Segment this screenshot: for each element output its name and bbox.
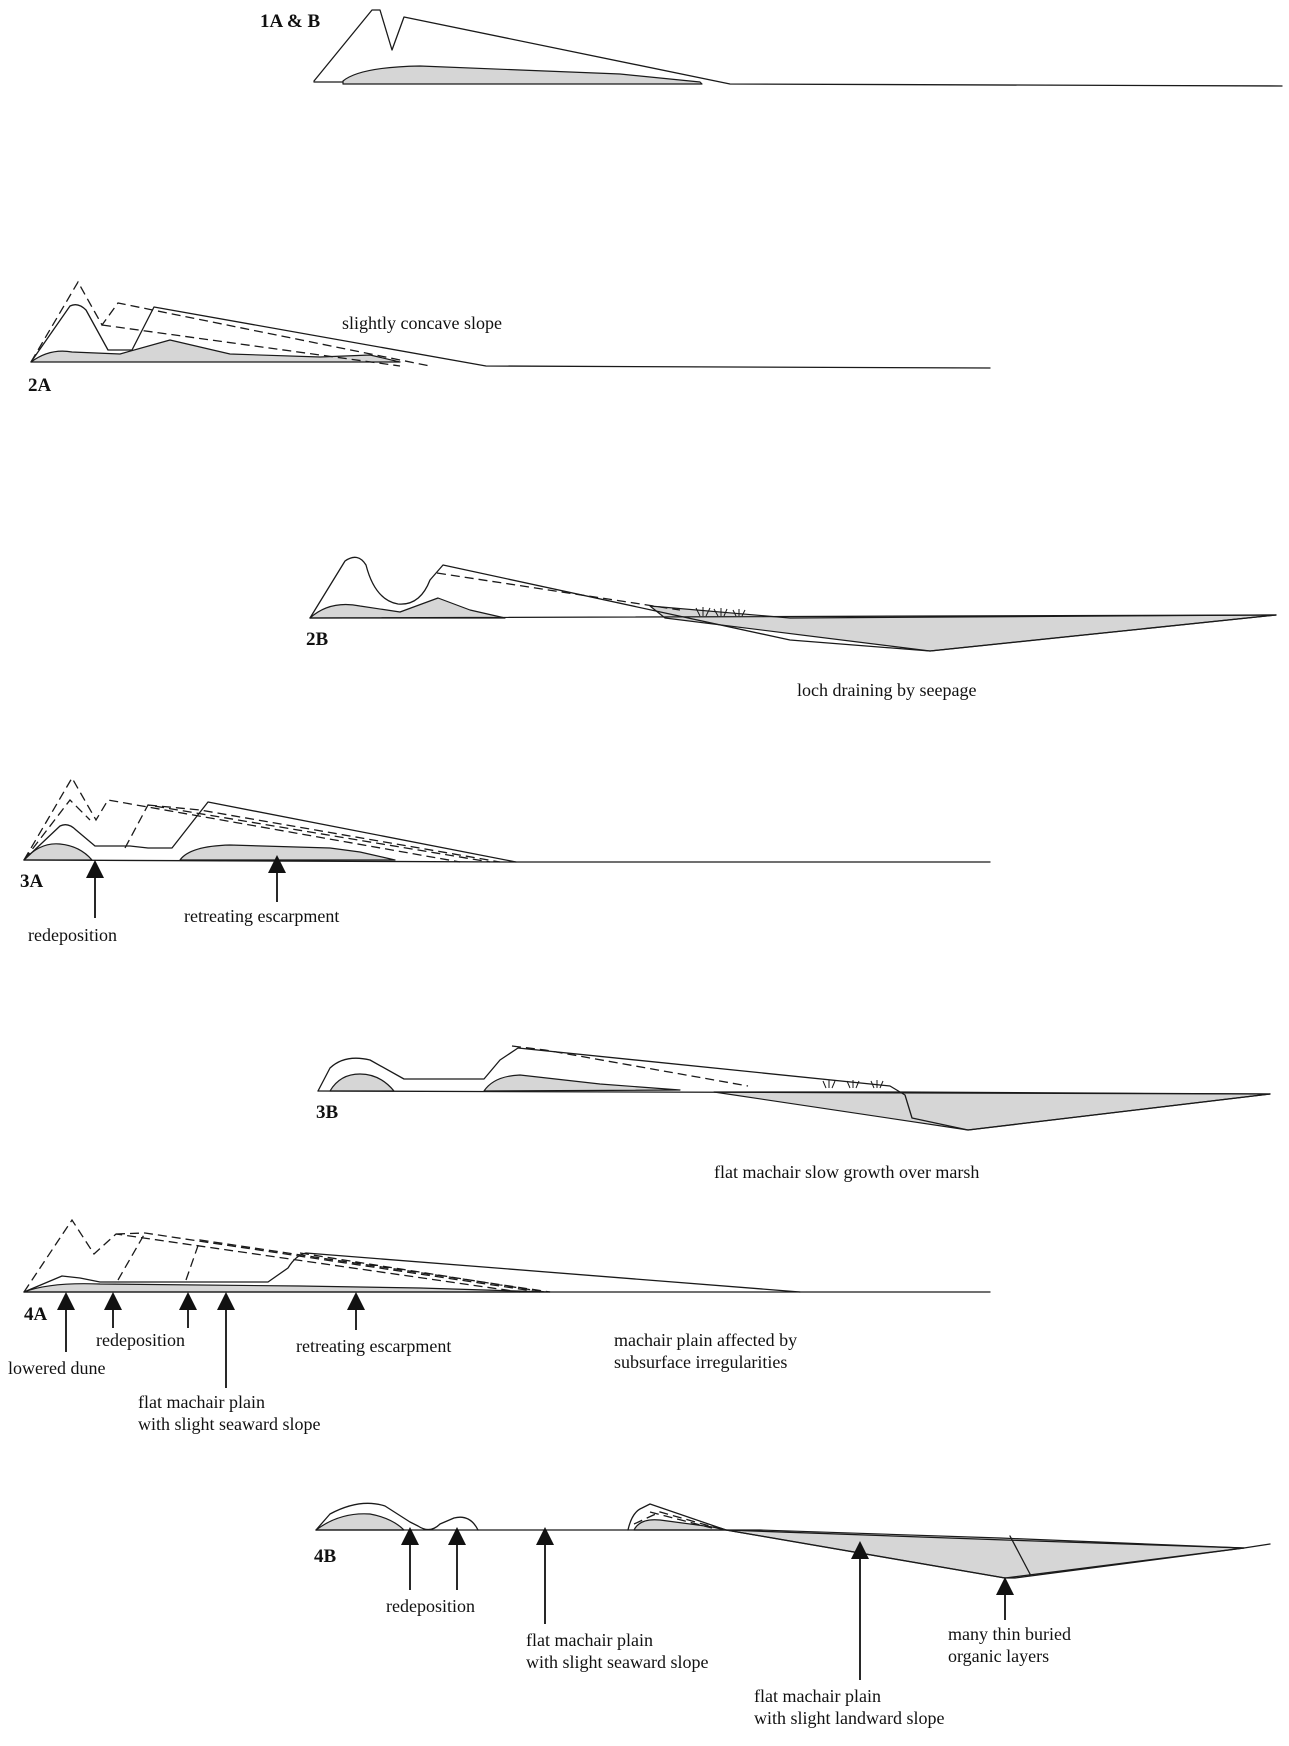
panel-4b-landward-label-2: with slight landward slope	[754, 1708, 944, 1728]
panel-2a: slightly concave slope 2A	[28, 282, 990, 396]
panel-4b-buried-dune	[316, 1514, 404, 1530]
panel-4b-tag: 4B	[314, 1546, 337, 1567]
panel-3b: flat machair slow growth over marsh 3B	[316, 1046, 1270, 1182]
panel-4a-lowered-dune-label: lowered dune	[8, 1358, 105, 1378]
panel-3a-tag: 3A	[20, 871, 44, 892]
panel-2b: loch draining by seepage 2B	[306, 557, 1276, 700]
panel-4b: redeposition flat machair plain with sli…	[314, 1503, 1270, 1728]
panel-4b-landward-label-1: flat machair plain	[754, 1686, 881, 1706]
panel-2b-former-profile	[437, 573, 680, 610]
panel-4b-organic-fill	[726, 1530, 1244, 1578]
panel-4a-affected-label-2: subsurface irregularities	[614, 1352, 787, 1372]
panel-4b-organic-label-2: organic layers	[948, 1646, 1049, 1666]
panel-2a-slope-label: slightly concave slope	[342, 313, 502, 333]
panel-3a-retreating-label: retreating escarpment	[184, 906, 339, 926]
panel-4a-flat-plain-label-2: with slight seaward slope	[138, 1414, 320, 1434]
panel-4a-redeposition-label: redeposition	[96, 1330, 185, 1350]
panel-1ab-buried-surface	[343, 66, 702, 84]
panel-4b-redeposition-label: redeposition	[386, 1596, 475, 1616]
panel-4a-buried-surface	[24, 1284, 550, 1292]
panel-4b-seaward-label-1: flat machair plain	[526, 1630, 653, 1650]
panel-2b-buried-surface	[310, 598, 505, 618]
panel-4a: lowered dune redeposition flat machair p…	[8, 1220, 990, 1434]
panel-3b-tag: 3B	[316, 1102, 339, 1123]
panel-1ab-tag: 1A & B	[260, 11, 321, 32]
panel-4a-retreating-label: retreating escarpment	[296, 1336, 451, 1356]
panel-3b-buried-surface	[484, 1075, 680, 1091]
panel-4a-flat-plain-label-1: flat machair plain	[138, 1392, 265, 1412]
panel-3b-marsh-fill	[714, 1092, 1270, 1130]
panel-3b-current-profile	[318, 1048, 1270, 1130]
panel-3a-redeposition-label: redeposition	[28, 925, 117, 945]
panel-1ab: 1A & B	[260, 10, 1282, 86]
panel-4a-affected-label-1: machair plain affected by	[614, 1330, 797, 1350]
panel-4b-organic-label-1: many thin buried	[948, 1624, 1071, 1644]
panel-3b-buried-dune	[330, 1074, 394, 1091]
panel-3a: redeposition retreating escarpment 3A	[20, 778, 990, 945]
panel-2a-tag: 2A	[28, 375, 52, 396]
panel-4b-seaward-label-2: with slight seaward slope	[526, 1652, 708, 1672]
panel-3a-buried-surface	[180, 845, 395, 860]
panel-3b-note: flat machair slow growth over marsh	[714, 1162, 979, 1182]
panel-4a-former-profile-2	[116, 1233, 540, 1292]
panel-2b-loch-label: loch draining by seepage	[797, 680, 976, 700]
panel-4a-tag: 4A	[24, 1304, 48, 1325]
panel-2b-tag: 2B	[306, 629, 329, 650]
